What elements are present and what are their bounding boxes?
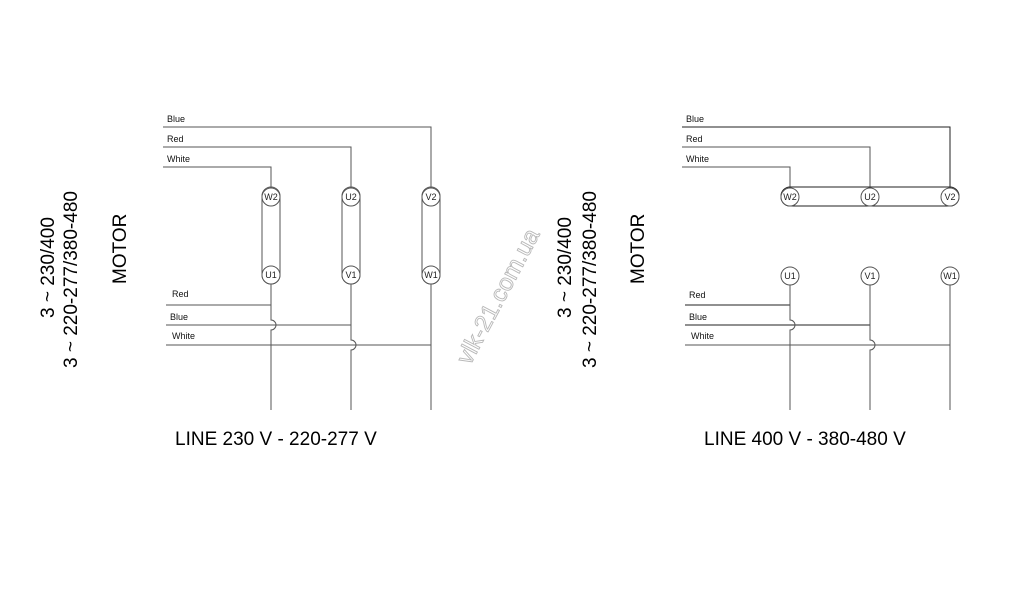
voltage-label-primary: 3 ~ 230/400 bbox=[555, 217, 576, 318]
terminal-label-w2: W2 bbox=[783, 192, 797, 202]
terminal-label-u1: U1 bbox=[265, 270, 277, 280]
motor-label: MOTOR bbox=[628, 214, 649, 284]
terminal-label-w1: W1 bbox=[943, 271, 957, 281]
terminal-w2 bbox=[261, 187, 281, 207]
top-wire-label-blue: Blue bbox=[686, 114, 704, 124]
terminal-v2 bbox=[940, 187, 960, 207]
panel-line-230: 3 ~ 230/400 3 ~ 220-277/380-480 MOTOR Bl… bbox=[38, 114, 441, 450]
panel-line-400: 3 ~ 230/400 3 ~ 220-277/380-480 MOTOR Bl… bbox=[555, 114, 960, 450]
terminal-label-w1: W1 bbox=[424, 270, 438, 280]
bottom-wire-label-blue: Blue bbox=[689, 312, 707, 322]
top-wire-blue bbox=[163, 126, 432, 187]
caption-line-400: LINE 400 V - 380-480 V bbox=[704, 429, 906, 450]
line-lead-v1 bbox=[869, 285, 876, 410]
terminal-label-v1: V1 bbox=[345, 270, 356, 280]
terminal-label-u1: U1 bbox=[784, 271, 796, 281]
terminal-label-u2: U2 bbox=[345, 192, 357, 202]
voltage-label-primary: 3 ~ 230/400 bbox=[38, 217, 59, 318]
line-lead-u1 bbox=[270, 284, 277, 410]
bottom-wire-label-red: Red bbox=[172, 289, 189, 299]
top-wire-white bbox=[163, 166, 272, 187]
top-wire-label-white: White bbox=[167, 154, 190, 164]
motor-label: MOTOR bbox=[110, 214, 131, 284]
watermark: vlk-21.com.ua bbox=[451, 224, 545, 369]
terminal-label-v1: V1 bbox=[864, 271, 875, 281]
top-wire-label-red: Red bbox=[167, 134, 184, 144]
line-lead-v1 bbox=[350, 284, 357, 410]
top-wire-red bbox=[682, 146, 871, 188]
top-wire-label-white: White bbox=[686, 154, 709, 164]
top-wire-blue bbox=[682, 126, 951, 188]
terminal-u2 bbox=[341, 187, 361, 207]
caption-line-230: LINE 230 V - 220-277 V bbox=[175, 429, 377, 450]
terminal-w2 bbox=[780, 187, 800, 207]
terminal-label-u2: U2 bbox=[864, 192, 876, 202]
terminal-u2 bbox=[860, 187, 880, 207]
top-wire-white bbox=[682, 166, 791, 188]
top-wire-red bbox=[163, 146, 352, 187]
top-wire-label-red: Red bbox=[686, 134, 703, 144]
bottom-wire-label-red: Red bbox=[689, 290, 706, 300]
line-lead-u1 bbox=[789, 285, 796, 410]
voltage-label-secondary: 3 ~ 220-277/380-480 bbox=[580, 191, 601, 368]
bottom-wire-label-white: White bbox=[172, 331, 195, 341]
bottom-wire-label-blue: Blue bbox=[170, 312, 188, 322]
bottom-wire-label-white: White bbox=[691, 331, 714, 341]
voltage-label-secondary: 3 ~ 220-277/380-480 bbox=[61, 191, 82, 368]
terminal-label-v2: V2 bbox=[425, 192, 436, 202]
terminal-v2 bbox=[421, 187, 441, 207]
terminal-label-v2: V2 bbox=[944, 192, 955, 202]
top-wire-label-blue: Blue bbox=[167, 114, 185, 124]
terminal-label-w2: W2 bbox=[264, 192, 278, 202]
